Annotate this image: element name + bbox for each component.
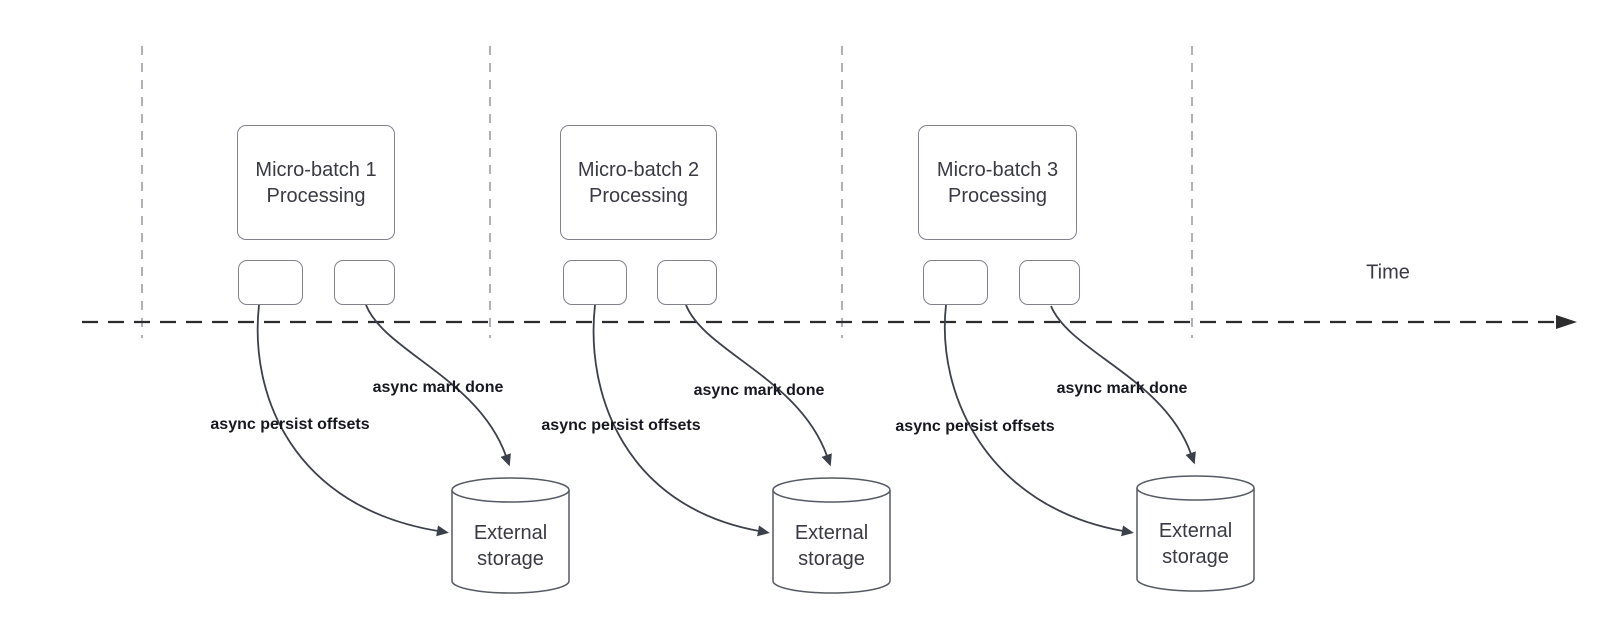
arrow-persist-offsets-1	[256, 304, 449, 537]
external-storage-cylinder-3: External storage	[1136, 475, 1255, 592]
microbatch-1-task-box-right	[334, 260, 395, 305]
external-storage-label-2: External storage	[794, 521, 869, 570]
arrow-mark-done-3	[1050, 305, 1196, 465]
cylinder-shape-icon	[451, 477, 570, 594]
persist-offsets-label-3: async persist offsets	[895, 418, 1055, 435]
mark-done-label-3: async mark done	[1056, 380, 1188, 397]
mark-done-label-1: async mark done	[372, 379, 504, 396]
arrow-mark-done-1	[365, 304, 511, 467]
microbatch-3-task-box-left	[923, 260, 988, 305]
microbatch-1-box: Micro-batch 1 Processing	[237, 125, 395, 240]
persist-offsets-label-2: async persist offsets	[541, 417, 701, 434]
microbatch-2-task-box-right	[657, 260, 717, 305]
external-storage-cylinder-2: External storage	[772, 477, 891, 594]
mark-done-label-2: async mark done	[693, 382, 825, 399]
microbatch-2-task-box-left	[563, 260, 627, 305]
external-storage-label-1: External storage	[473, 521, 548, 570]
arrow-mark-done-2	[685, 304, 832, 467]
arrow-persist-offsets-2	[592, 304, 770, 537]
microbatch-1-task-box-left	[238, 260, 303, 305]
microbatch-3-box: Micro-batch 3 Processing	[918, 125, 1077, 240]
time-axis-label: Time	[1366, 261, 1410, 284]
external-storage-label-3: External storage	[1158, 519, 1233, 568]
cylinder-shape-icon	[1136, 475, 1255, 592]
microbatch-3-task-box-right	[1019, 260, 1080, 305]
persist-offsets-label-1: async persist offsets	[210, 416, 370, 433]
cylinder-shape-icon	[772, 477, 891, 594]
microbatch-2-box: Micro-batch 2 Processing	[560, 125, 717, 240]
external-storage-cylinder-1: External storage	[451, 477, 570, 594]
arrow-persist-offsets-3	[944, 304, 1134, 537]
